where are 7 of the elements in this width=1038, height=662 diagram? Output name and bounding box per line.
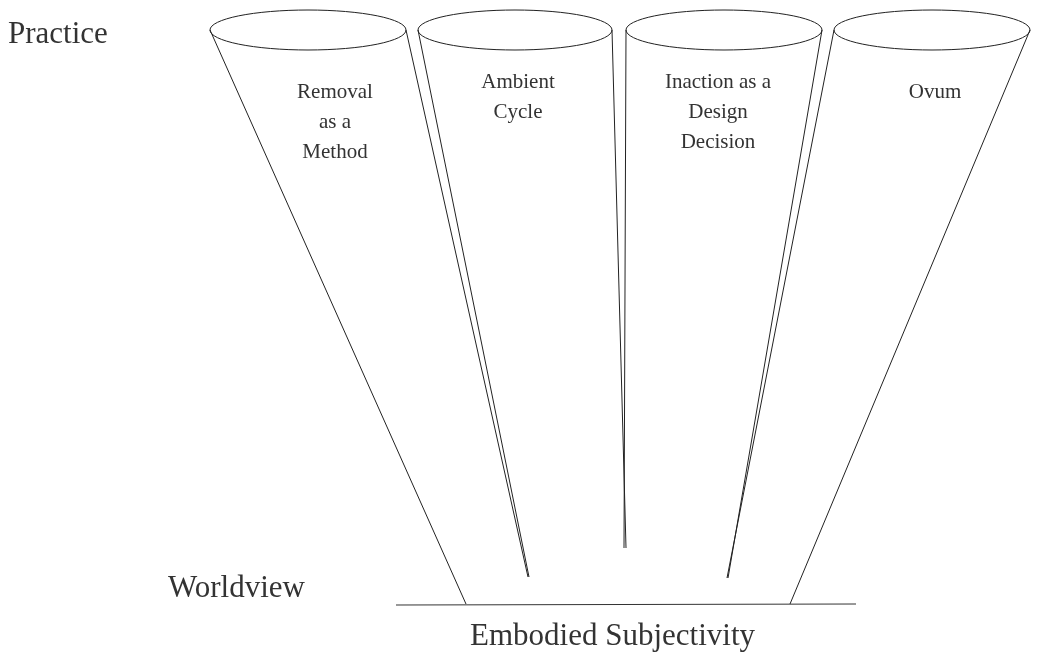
cone-label: Removal as a Method — [296, 78, 374, 165]
axis-label: Embodied Subjectivity — [470, 616, 755, 654]
axis-label: Worldview — [168, 568, 305, 606]
cone-label: Ovum — [907, 78, 963, 105]
cone-label: Inaction as a Design Decision — [663, 68, 773, 155]
cone-label: Ambient Cycle — [480, 68, 556, 125]
axis-label: Practice — [8, 14, 108, 52]
